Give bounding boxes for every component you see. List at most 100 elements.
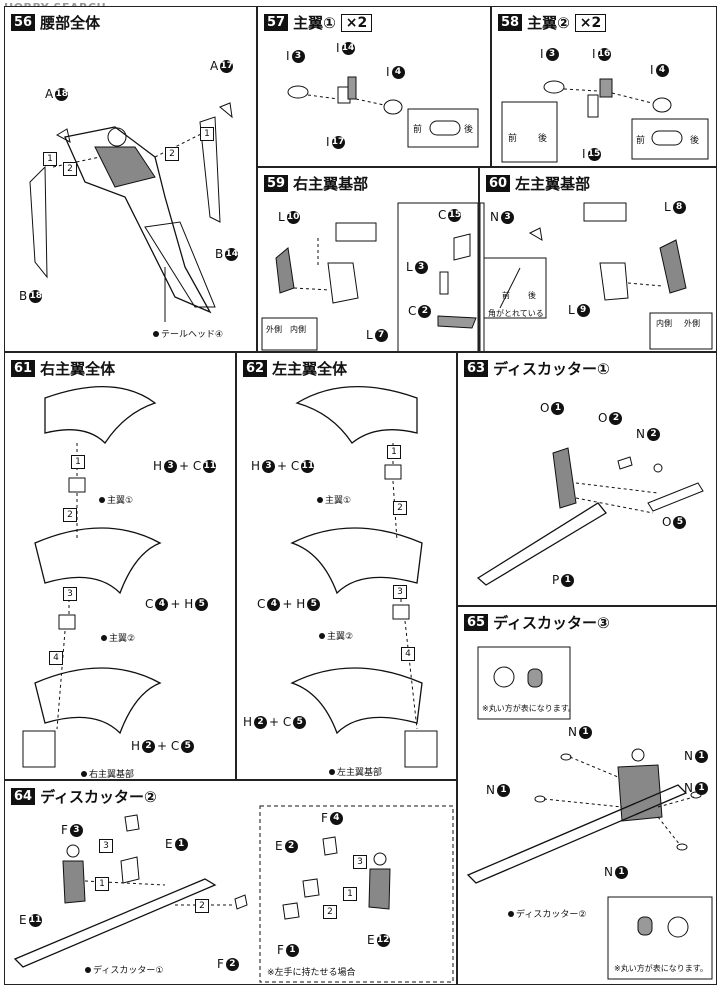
note-tail-head: テールヘッド④ <box>153 327 223 340</box>
step-number: 64 <box>11 788 36 805</box>
step-title: ディスカッター① <box>493 360 610 378</box>
step-marker: 2 <box>63 162 77 176</box>
step-marker: 3 <box>393 585 407 599</box>
step-marker: 2 <box>63 508 77 522</box>
inner-label: 内側 <box>290 325 306 334</box>
panel-58-title: 58 主翼② ×2 <box>498 12 607 33</box>
step-number: 57 <box>264 14 289 31</box>
step-number: 56 <box>11 14 36 31</box>
right-wing-assembly-illustration <box>22 385 162 768</box>
step-title: 左主翼全体 <box>272 360 348 378</box>
step-number: 63 <box>464 360 489 377</box>
back-label: 後 <box>528 291 536 300</box>
step-marker: 1 <box>95 877 109 891</box>
outer-label: 外側 <box>684 319 700 328</box>
step-number: 58 <box>498 14 523 31</box>
step-number: 60 <box>486 175 511 192</box>
step-marker: 2 <box>195 899 209 913</box>
step-marker: 3 <box>353 855 367 869</box>
step-number: 61 <box>11 360 36 377</box>
step-marker: 2 <box>393 501 407 515</box>
panel-63-title: 63 ディスカッター① <box>464 358 610 379</box>
step-number: 65 <box>464 614 489 631</box>
step-title: 主翼① <box>293 14 336 32</box>
inner-label: 内側 <box>656 319 672 328</box>
panel-61-title: 61 右主翼全体 <box>11 358 115 379</box>
front-label: 前 <box>508 134 518 144</box>
main-wing-1-illustration <box>287 76 479 148</box>
step-marker: 4 <box>401 647 415 661</box>
outer-label: 外側 <box>266 325 282 334</box>
front-label-2: 前 <box>636 136 646 146</box>
note-dis-cutter-1: ディスカッター① <box>85 963 163 976</box>
step-marker: 2 <box>165 147 179 161</box>
round-side-note-2: ※丸い方が表になります。 <box>614 964 708 973</box>
step-title: ディスカッター② <box>40 788 157 806</box>
dis-cutter-1-illustration <box>476 447 704 586</box>
step-title: 主翼② <box>527 14 570 32</box>
panel-65-title: 65 ディスカッター③ <box>464 612 610 633</box>
round-side-note: ※丸い方が表になります。 <box>482 704 576 713</box>
step-number: 62 <box>243 360 268 377</box>
back-label-2: 後 <box>690 136 700 146</box>
note-left-wing-base: 左主翼基部 <box>329 765 382 778</box>
panel-60-title: 60 左主翼基部 <box>486 173 590 194</box>
step-marker: 4 <box>49 651 63 665</box>
dis-cutter-3-illustration <box>466 646 713 980</box>
step-marker: 3 <box>63 587 77 601</box>
front-label: 前 <box>413 125 423 135</box>
note-right-wing-base: 右主翼基部 <box>81 767 134 779</box>
step-title: 右主翼基部 <box>293 175 369 193</box>
main-wing-2-illustration <box>501 78 709 163</box>
panel-64-title: 64 ディスカッター② <box>11 786 157 807</box>
step-title: ディスカッター③ <box>493 614 610 632</box>
step-marker: 1 <box>343 887 357 901</box>
panel-57-title: 57 主翼① ×2 <box>264 12 373 33</box>
step-title: 右主翼全体 <box>40 360 116 378</box>
note-main-wing-1: 主翼① <box>317 493 351 506</box>
note-left-hand: ※左手に持たせる場合 <box>267 968 356 978</box>
